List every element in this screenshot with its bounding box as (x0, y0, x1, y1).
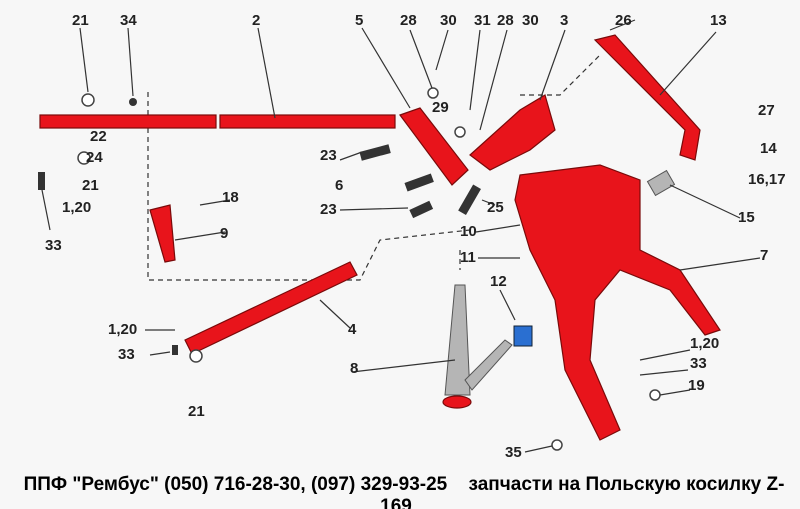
callout-label: 25 (487, 199, 504, 216)
callout-label: 10 (460, 223, 477, 240)
washer-29 (454, 126, 466, 138)
washer-21 (77, 151, 91, 165)
part-9-bracket (149, 204, 176, 263)
part-8-collar (442, 395, 472, 409)
callout-label: 23 (320, 147, 337, 164)
part-13-arm (593, 34, 701, 161)
callout-label: 11 (460, 249, 476, 266)
washer-35 (551, 439, 563, 451)
callout-label: 19 (688, 377, 705, 394)
callout-label: 1,20 (62, 199, 91, 216)
assembly-line (520, 54, 601, 96)
leader-lines (41, 19, 761, 453)
part-8-pin (444, 284, 471, 396)
callout-label: 34 (120, 12, 137, 29)
part-2-bar-right (219, 114, 396, 129)
callout-label: 12 (490, 273, 507, 290)
callout-label: 3 (560, 12, 568, 29)
callout-label: 23 (320, 201, 337, 218)
callout-label: 33 (690, 355, 707, 372)
bolt-6 (404, 173, 434, 192)
callout-label: 30 (522, 12, 539, 29)
callout-label: 26 (615, 12, 632, 29)
callout-label: 21 (188, 403, 205, 420)
part-12-bushing (513, 325, 533, 347)
part-2-bar-left (39, 114, 217, 129)
callout-label: 29 (432, 99, 449, 116)
bolt-23 (409, 200, 434, 219)
bolt-25 (458, 184, 481, 215)
callout-label: 35 (505, 444, 522, 461)
callout-label: 31 (474, 12, 491, 29)
callout-label: 4 (348, 321, 357, 338)
callout-label: 1,20 (108, 321, 137, 338)
callout-label: 27 (758, 102, 775, 119)
footer: ППФ "Рембус" (050) 716-28-30, (097) 329-… (0, 474, 800, 509)
callout-label: 33 (45, 237, 62, 254)
callout-label: 16,17 (748, 171, 786, 188)
callout-label: 33 (118, 346, 135, 363)
callout-label: 5 (355, 12, 363, 29)
washer-28 (427, 87, 439, 99)
part-4-bar (184, 261, 358, 355)
callout-label: 2 (252, 12, 260, 29)
part-8-arm (464, 339, 513, 391)
callout-label: 8 (350, 360, 358, 377)
subject: запчасти на Польскую косилку Z-169 (380, 474, 785, 509)
callout-label: 9 (220, 225, 228, 242)
callout-label: 28 (400, 12, 417, 29)
callout-label: 22 (90, 128, 107, 145)
part-33 (38, 172, 45, 190)
callout-label: 14 (760, 140, 777, 157)
callout-label: 1,20 (690, 335, 719, 352)
company-contact: ППФ "Рембус" (050) 716-28-30, (097) 329-… (23, 474, 448, 495)
nut-34 (129, 98, 137, 106)
part-5-link (399, 107, 469, 186)
callout-label: 21 (82, 177, 99, 194)
bolt-23 (359, 144, 391, 161)
part-3-bracket (469, 94, 556, 171)
part-15-pin (646, 169, 676, 197)
callout-label: 24 (86, 149, 103, 166)
callout-label: 18 (222, 189, 239, 206)
callout-label: 6 (335, 177, 343, 194)
callout-label: 30 (440, 12, 457, 29)
washer-21 (81, 93, 95, 107)
assembly-line (147, 92, 471, 281)
callout-label: 28 (497, 12, 514, 29)
washer-21 (189, 349, 203, 363)
washer-19 (649, 389, 661, 401)
callout-label: 13 (710, 12, 727, 29)
callout-label: 15 (738, 209, 755, 226)
part-33 (172, 345, 178, 355)
callout-label: 7 (760, 247, 768, 264)
callout-label: 21 (72, 12, 89, 29)
part-7-frame (514, 164, 721, 441)
